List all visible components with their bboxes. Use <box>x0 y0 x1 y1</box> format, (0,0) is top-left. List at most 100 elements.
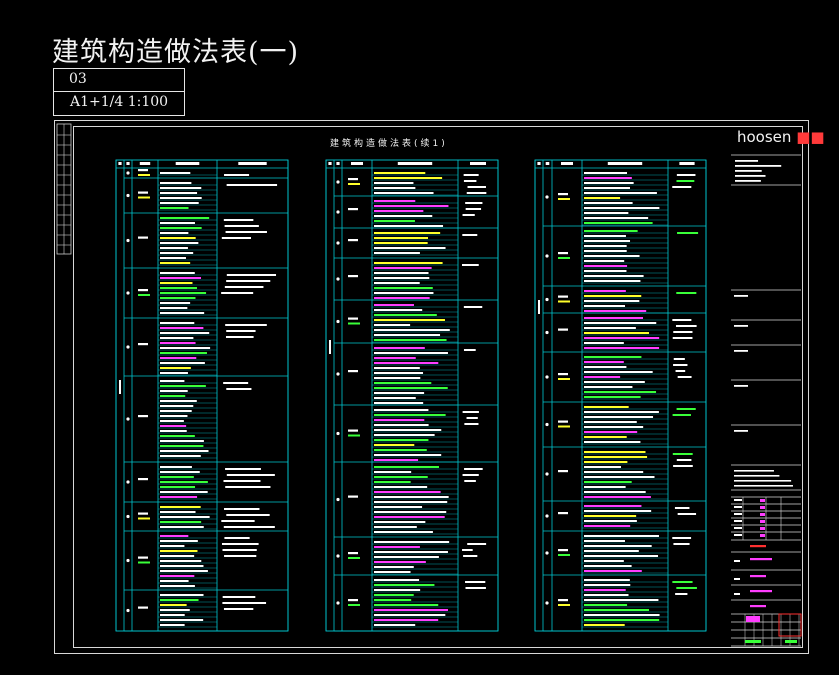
column-header-text <box>561 162 573 165</box>
description-text <box>374 429 442 431</box>
description-text <box>584 624 625 626</box>
description-text <box>374 177 443 179</box>
drawing-frame <box>73 126 803 648</box>
description-text <box>160 400 197 402</box>
description-text <box>374 182 414 184</box>
remark-text <box>672 453 693 455</box>
description-text <box>584 520 637 522</box>
remark-text <box>672 414 691 416</box>
remark-text <box>463 349 476 351</box>
description-text <box>584 391 657 393</box>
row-code-mark <box>545 551 549 555</box>
column-header-text <box>118 162 122 165</box>
description-text <box>160 580 189 582</box>
description-text <box>160 312 205 314</box>
description-text <box>374 449 427 451</box>
row-code-mark <box>126 238 130 243</box>
sheet-subtitle: 建筑构造做法表(续1) <box>330 139 448 149</box>
remark-text <box>221 543 259 545</box>
description-text <box>374 434 435 436</box>
description-text <box>160 466 192 468</box>
item-name-text <box>138 191 148 194</box>
row-code-mark <box>336 431 340 436</box>
description-text <box>584 604 628 606</box>
description-text <box>160 550 198 552</box>
item-name-text <box>348 604 360 606</box>
description-text <box>160 342 196 344</box>
approval-stamp <box>746 616 760 622</box>
description-text <box>374 387 448 389</box>
item-name-text <box>348 275 358 278</box>
description-text <box>584 406 629 408</box>
row-code-mark <box>336 319 340 324</box>
remark-text <box>672 337 693 339</box>
title-block-text <box>785 640 797 643</box>
item-name-text <box>348 239 358 242</box>
description-text <box>374 466 439 468</box>
description-text <box>374 372 424 374</box>
row-code-mark <box>545 514 549 518</box>
item-name-text <box>348 317 358 320</box>
title-block-text <box>734 527 742 529</box>
drawing-sheet-border <box>54 120 809 654</box>
remark-text <box>222 596 256 598</box>
title-block-label <box>734 350 748 352</box>
description-text <box>160 395 186 397</box>
description-text <box>584 505 642 507</box>
description-text <box>160 496 198 498</box>
description-text <box>374 232 441 234</box>
description-text <box>160 352 207 354</box>
description-text <box>160 511 196 513</box>
remark-text <box>226 474 275 476</box>
item-name-text <box>138 294 150 296</box>
remark-text <box>464 480 476 482</box>
description-text <box>584 322 657 324</box>
description-text <box>584 594 629 596</box>
description-text <box>584 525 631 527</box>
item-name-text <box>558 198 570 200</box>
description-text <box>160 197 202 199</box>
row-code-mark <box>545 422 549 427</box>
remark-text <box>677 232 699 234</box>
logo-mark-icon: ■■ <box>796 128 825 146</box>
description-text <box>584 366 627 368</box>
remark-text <box>677 513 697 515</box>
remark-text <box>465 587 486 589</box>
description-text <box>584 356 642 358</box>
remark-text <box>462 549 473 551</box>
description-text <box>160 420 184 422</box>
sheet-tag-box: 03 A1+1/4 1:100 <box>53 68 185 116</box>
description-text <box>584 197 621 199</box>
row-code-mark <box>545 330 549 335</box>
title-block-text <box>750 558 772 561</box>
title-block-text <box>734 513 742 515</box>
description-text <box>374 362 439 364</box>
description-text <box>584 222 653 224</box>
description-text <box>584 614 660 616</box>
remark-text <box>463 174 479 176</box>
description-text <box>160 445 204 447</box>
item-name-text <box>558 378 570 380</box>
description-text <box>584 270 627 272</box>
remark-text <box>224 174 250 176</box>
description-text <box>584 466 621 468</box>
description-text <box>160 207 189 209</box>
title-block-stamp <box>760 527 765 530</box>
description-text <box>374 352 448 354</box>
row-code-mark <box>336 277 340 281</box>
remark-text <box>467 543 487 545</box>
description-text <box>160 476 194 478</box>
title-block-label <box>734 325 748 327</box>
item-name-text <box>558 328 568 331</box>
column-header-text <box>607 162 643 165</box>
title-block-text <box>734 534 742 536</box>
title-block-stamp <box>760 499 765 502</box>
row-code-mark <box>126 345 130 349</box>
description-text <box>584 426 644 428</box>
description-text <box>160 192 198 194</box>
description-text <box>584 212 629 214</box>
item-name-text <box>348 178 358 181</box>
description-text <box>374 579 420 581</box>
remark-text <box>465 208 482 210</box>
description-text <box>584 451 646 453</box>
